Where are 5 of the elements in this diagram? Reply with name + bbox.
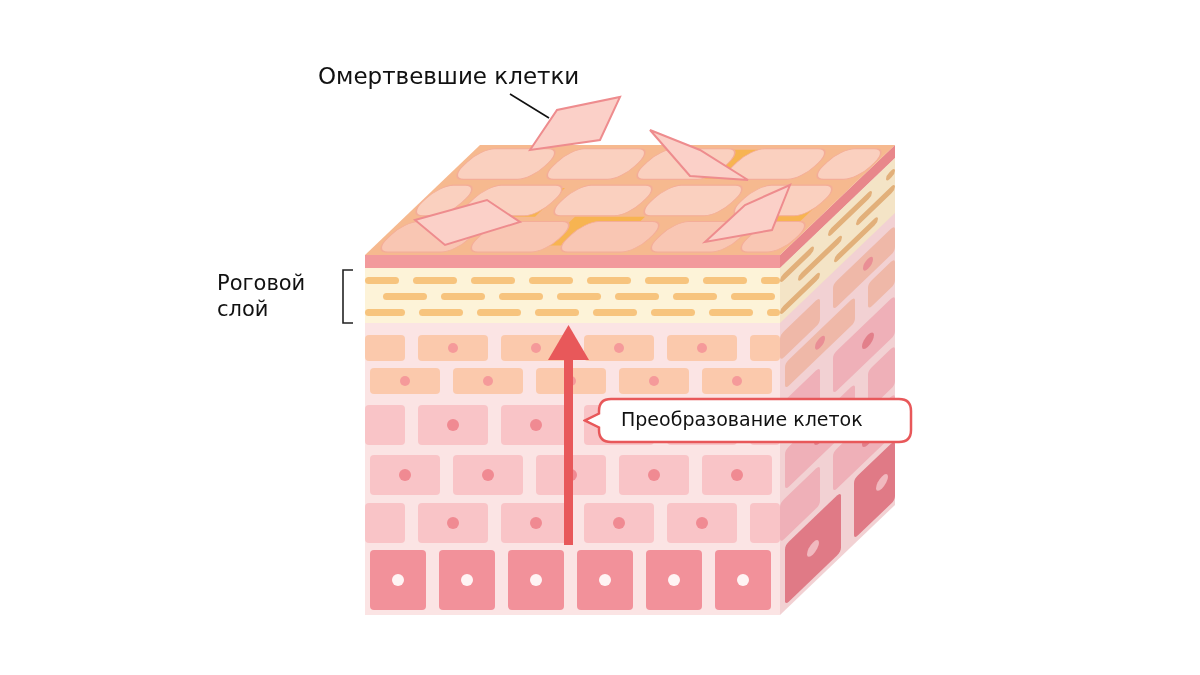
leader-line <box>509 93 550 119</box>
callout-text: Преобразование клеток <box>621 408 863 430</box>
callout-box <box>583 397 913 444</box>
layer-label: Роговой слой <box>217 270 307 322</box>
caption-text: Омертвевшие клетки <box>318 62 581 91</box>
